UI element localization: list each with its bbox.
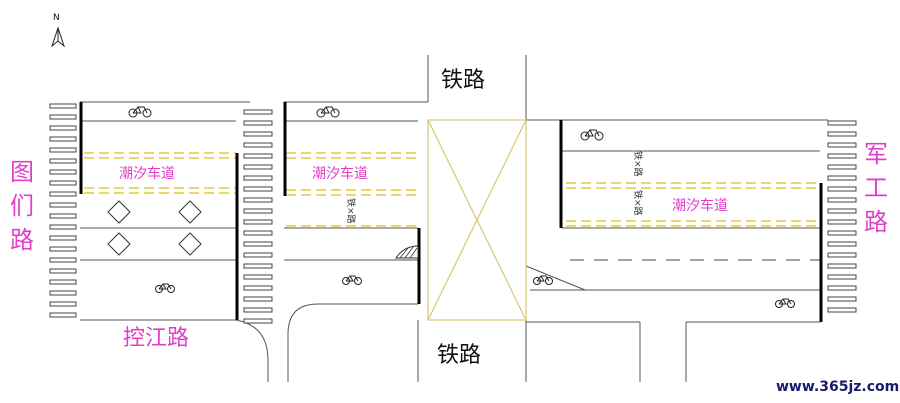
zebra-stripe — [827, 208, 857, 214]
bicycle-icon — [316, 106, 340, 118]
zebra-stripe — [827, 197, 857, 203]
north-compass: N — [50, 13, 66, 48]
zebra-stripe — [243, 252, 273, 258]
zebra-stripe — [243, 131, 273, 137]
zebra-stripe — [49, 125, 77, 131]
bicycle-icon — [775, 298, 795, 308]
zebra-stripe — [827, 285, 857, 291]
diamond-mark — [107, 232, 131, 256]
diamond-mark — [178, 232, 202, 256]
zebra-stripe — [243, 142, 273, 148]
watermark-text: www.365jz.com — [776, 379, 899, 395]
bicycle-icon — [155, 283, 175, 293]
zebra-stripe — [49, 301, 77, 307]
zebra-stripe — [49, 147, 77, 153]
rail-road-top-label: 铁路 — [441, 68, 485, 93]
tidal-lane-label: 潮汐车道 — [312, 165, 368, 182]
bicycle-icon — [342, 275, 362, 285]
zebra-stripe — [49, 213, 77, 219]
zebra-stripe — [243, 186, 273, 192]
bicycle-markings — [128, 106, 795, 308]
zebra-stripe — [243, 208, 273, 214]
zebra-stripe — [243, 120, 273, 126]
zebra-stripe — [49, 169, 77, 175]
zebra-stripe — [243, 285, 273, 291]
zebra-stripe — [243, 175, 273, 181]
zebra-stripe — [49, 246, 77, 252]
road-marking-text: 铁×路 — [632, 151, 644, 177]
zebra-stripe — [49, 279, 77, 285]
bicycle-icon — [128, 106, 152, 118]
zebra-stripe — [243, 274, 273, 280]
zebra-stripe — [827, 142, 857, 148]
turn-island-mark — [395, 245, 419, 259]
zebra-stripe — [827, 252, 857, 258]
zebra-stripe — [49, 257, 77, 263]
zebra-stripe — [49, 224, 77, 230]
zebra-stripe — [243, 164, 273, 170]
zebra-stripe — [827, 241, 857, 247]
diamond-mark — [178, 200, 202, 224]
tidal-lane-label: 潮汐车道 — [119, 165, 175, 182]
road-outlines — [80, 55, 828, 382]
zebra-stripe — [49, 312, 77, 318]
zebra-stripe — [49, 202, 77, 208]
rail-road-bottom-label: 铁路 — [437, 343, 481, 368]
zebra-stripe — [827, 274, 857, 280]
stop-lines — [79, 102, 823, 322]
zebra-stripe — [49, 103, 77, 109]
zebra-stripe — [827, 153, 857, 159]
zebra-stripe — [49, 235, 77, 241]
diamond-markings — [107, 200, 202, 256]
zebra-stripe — [243, 219, 273, 225]
zebra-stripe — [243, 230, 273, 236]
zebra-stripe — [827, 164, 857, 170]
zebra-stripe — [243, 153, 273, 159]
road-marking-text: 铁×路 — [345, 198, 357, 224]
tidal-lane-lines — [84, 152, 820, 227]
zebra-stripe — [243, 109, 273, 115]
zebra-stripe — [827, 307, 857, 313]
zebra-stripe — [49, 158, 77, 164]
zebra-stripe — [49, 290, 77, 296]
zebra-stripe — [243, 197, 273, 203]
road-marking-text: 铁×路 — [632, 190, 644, 216]
diamond-mark — [107, 200, 131, 224]
zebra-stripe — [243, 296, 273, 302]
turn-island-hatch — [399, 246, 418, 259]
railway-crossing-box — [427, 119, 527, 321]
zebra-stripe — [827, 186, 857, 192]
tidal-lane-label: 潮汐车道 — [672, 197, 728, 214]
road-name-tumen: 图们路 — [10, 158, 34, 254]
zebra-stripe — [243, 263, 273, 269]
zebra-stripe — [243, 241, 273, 247]
zebra-crossings — [49, 103, 857, 324]
zebra-stripe — [827, 230, 857, 236]
zebra-stripe — [49, 136, 77, 142]
bicycle-icon — [580, 129, 604, 141]
zebra-stripe — [49, 114, 77, 120]
zebra-stripe — [827, 263, 857, 269]
zebra-stripe — [49, 191, 77, 197]
zebra-stripe — [243, 318, 273, 324]
zebra-stripe — [243, 307, 273, 313]
zebra-stripe — [49, 268, 77, 274]
zebra-stripe — [827, 120, 857, 126]
zebra-stripe — [827, 296, 857, 302]
bicycle-icon — [533, 275, 553, 285]
zebra-stripe — [827, 219, 857, 225]
compass-label: N — [53, 13, 60, 23]
road-name-jungong: 军工路 — [864, 140, 888, 236]
road-name-kongjiang: 控江路 — [123, 326, 189, 351]
zebra-stripe — [49, 180, 77, 186]
zebra-stripe — [827, 175, 857, 181]
zebra-stripe — [827, 131, 857, 137]
